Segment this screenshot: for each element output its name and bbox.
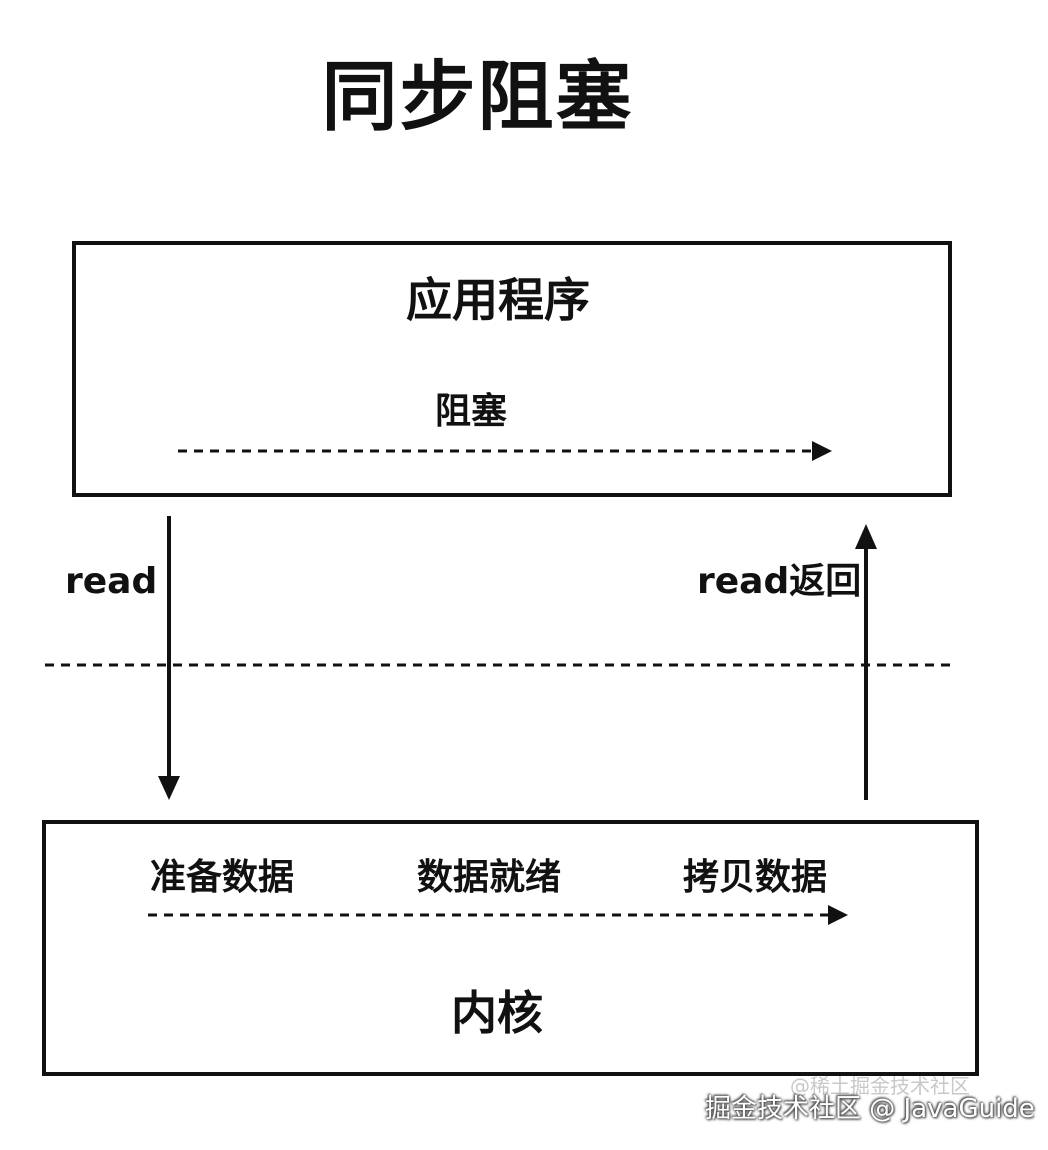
application-label: 应用程序 <box>406 273 590 327</box>
read-call-arrow-head <box>158 776 180 800</box>
kernel-step-copy-data: 拷贝数据 <box>683 857 828 898</box>
read-return-arrow-head <box>855 524 877 549</box>
read-return-label: read返回 <box>697 561 862 602</box>
watermark: 掘金技术社区 @ JavaGuide <box>705 1094 1035 1124</box>
kernel-step-prepare-data: 准备数据 <box>150 857 295 898</box>
blocking-label: 阻塞 <box>435 391 508 432</box>
kernel-step-data-ready: 数据就绪 <box>417 857 562 898</box>
read-call-label: read <box>65 561 158 602</box>
kernel-label: 内核 <box>451 986 543 1040</box>
kernel-steps-arrow-head <box>828 905 848 925</box>
kernel-box <box>42 820 979 1076</box>
application-box <box>72 241 952 497</box>
blocking-arrow-head <box>812 441 832 461</box>
watermark-faint: @稀土掘金技术社区 <box>790 1074 970 1098</box>
diagram-title: 同步阻塞 <box>321 52 634 141</box>
